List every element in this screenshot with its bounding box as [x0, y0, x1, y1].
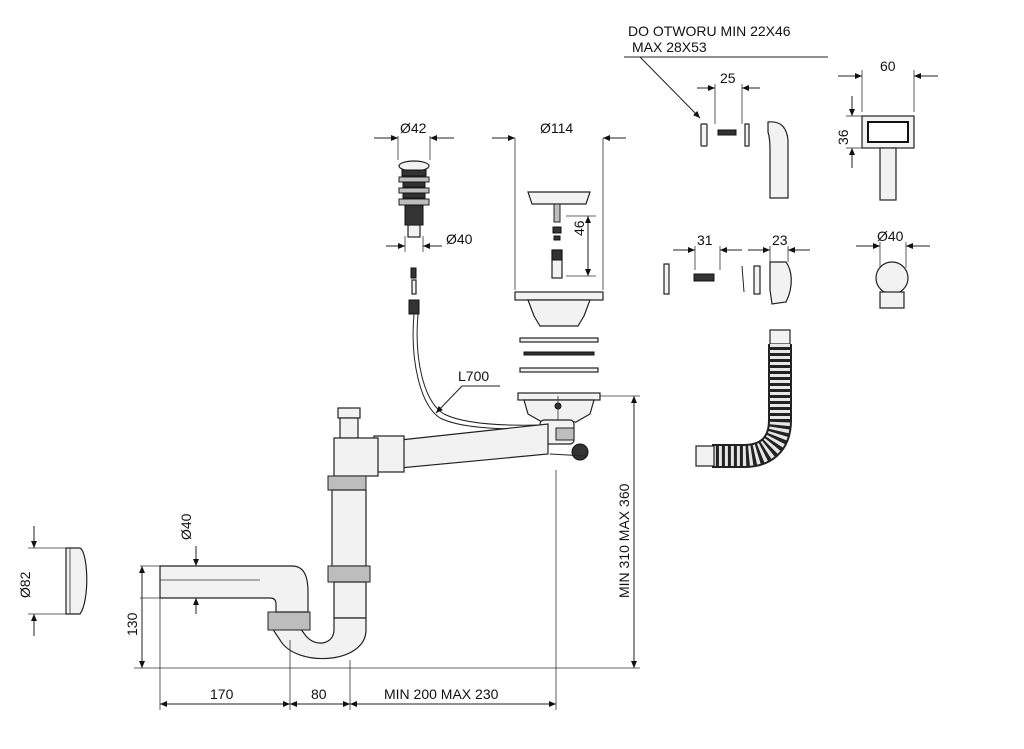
siphon-assembly: Ø40	[140, 407, 549, 660]
dim-31: 31	[697, 232, 713, 248]
dim-l700: L700	[458, 368, 489, 384]
dim-range-height: MIN 310 MAX 360	[616, 483, 632, 598]
note-line-1: DO OTWORU MIN 22X46	[628, 23, 791, 39]
detail-overflow-round	[875, 261, 909, 295]
u-bend-nut	[267, 611, 311, 631]
pushbutton-plug: Ø42 Ø40	[374, 120, 473, 252]
dim-d40-plug: Ø40	[446, 231, 473, 247]
dim-d82: Ø82	[17, 571, 33, 598]
dim-d40-pipe: Ø40	[178, 513, 194, 540]
bowden-cable: L700	[408, 267, 541, 430]
dim-170: 170	[210, 686, 234, 702]
dim-130: 130	[124, 612, 140, 636]
detail-cover	[663, 263, 670, 295]
overflow-screw	[717, 129, 737, 136]
corrugated-overflow-hose	[695, 329, 792, 468]
dim-d42: Ø42	[400, 120, 427, 136]
dim-25: 25	[720, 70, 736, 86]
strainer-basket	[527, 191, 591, 205]
dim-46: 46	[571, 220, 587, 236]
dim-d114: Ø114	[540, 120, 573, 136]
dim-36: 36	[835, 129, 851, 145]
dim-80: 80	[311, 686, 327, 702]
strainer-flange	[514, 291, 604, 301]
dim-d40-right: Ø40	[877, 228, 904, 244]
overall-dimensions: 170 80 MIN 200 MAX 230 130 MIN 310 MAX 3…	[124, 395, 640, 710]
overflow-gasket	[744, 123, 750, 147]
note-line-2: MAX 28X53	[632, 39, 707, 55]
sink-strainer: Ø114 46	[492, 120, 626, 461]
overflow-body	[767, 121, 789, 199]
wall-rosette: Ø82	[17, 526, 88, 636]
strainer-lower-body	[523, 399, 595, 423]
dim-23: 23	[772, 232, 788, 248]
rosette-body	[65, 547, 88, 615]
overflow-hole-note: DO OTWORU MIN 22X46 MAX 28X53	[624, 23, 828, 119]
detail-overflow-body	[769, 261, 792, 305]
siphon-riser	[331, 489, 367, 567]
drain-arm	[399, 423, 549, 469]
siphon-tee	[333, 437, 379, 477]
detail-screw	[693, 273, 715, 282]
wall-outlet-pipe	[159, 565, 309, 613]
overflow-pipe-stub	[879, 147, 897, 201]
overflow-front-view: 60 36	[835, 58, 938, 201]
overflow-assembly-top: 25	[697, 70, 789, 199]
dim-60: 60	[880, 58, 896, 74]
overflow-connector-nut	[571, 443, 589, 461]
strainer-body	[527, 299, 591, 327]
overflow-plate	[700, 123, 708, 147]
overflow-detail: 31 23 Ø40	[663, 228, 930, 309]
dim-range-width: MIN 200 MAX 230	[384, 686, 499, 702]
tee-sleeve	[373, 435, 405, 473]
